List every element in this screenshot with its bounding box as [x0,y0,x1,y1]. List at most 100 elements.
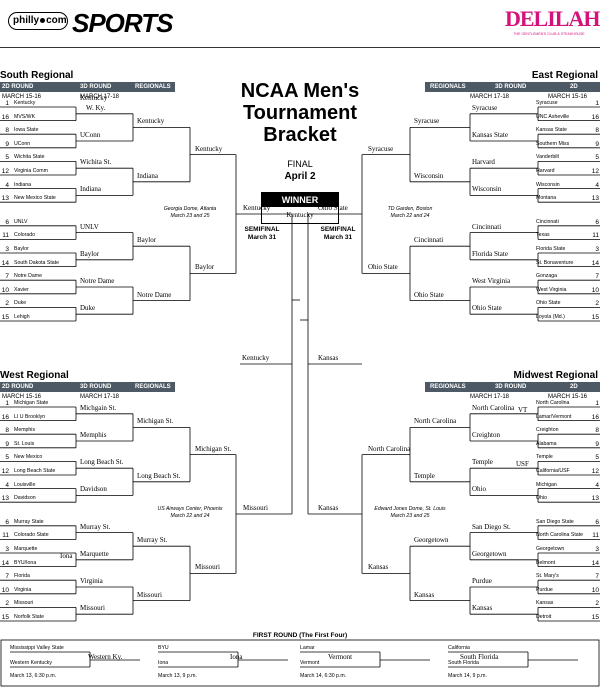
semifinal-date: March 31 [247,234,277,241]
r3-team: UConn [80,131,101,139]
team-name: Norfolk State [14,614,44,620]
team-seed: 1 [595,400,599,407]
r3-team: W. Ky. [86,103,106,112]
round-dates: MARCH 15-16 [2,94,42,100]
team-name: Temple [536,454,553,461]
r3-team: Davidson [80,485,107,494]
team-name: Montana [536,195,557,202]
regional-team: Kansas [414,590,435,599]
team-name: Michigan [536,481,557,488]
team-name: Colorado [14,232,36,239]
team-name: LI U Brooklyn [14,413,46,420]
regional-team: Long Beach St. [137,471,181,480]
team-name: Syracuse [536,100,558,106]
winner-box: WINNER Kentucky [261,192,339,224]
team-name: Wisconsin [536,181,560,188]
team-seed: 6 [5,218,9,226]
r3-team: Kentucky [80,93,108,102]
team-seed: 12 [1,468,9,475]
round-dates: MARCH 17-18 [80,394,120,400]
r3-team: UNLV [80,222,99,231]
regional-team: Ohio State [414,290,444,299]
team-name: UNLV [14,218,28,225]
team-name: Notre Dame [14,273,42,280]
round-label: 2D ROUND [570,384,592,400]
regional-team: Cincinnati [414,236,444,245]
team-name: Davidson [14,495,36,502]
r3-team: Long Beach St. [80,458,124,467]
region-title: East Regional [531,70,598,81]
regional-team: North Carolina [414,417,457,426]
r3-team: Marquette [80,549,109,558]
r3-team: Iona [60,551,73,560]
team-seed: 2 [5,600,9,608]
team-seed: 5 [595,454,599,462]
team-seed: 5 [5,154,9,162]
regional-location: US Airways Center, Phoenix [157,506,223,512]
team-seed: 9 [5,440,9,448]
team-name: New Mexico [14,454,43,461]
round-label: REGIONALS [430,384,466,390]
region-title: Midwest Regional [513,370,598,381]
team-name: Murray State [14,518,44,525]
team-seed: 10 [1,286,9,294]
team-seed: 12 [591,168,599,175]
r3-team: Notre Dame [80,277,115,285]
sponsor-logo[interactable]: DELILAH'S THE GENTLEMEN'S CLUB & STEAKHO… [505,6,600,36]
team-name: Alabama [536,440,557,447]
team-seed: 3 [5,546,9,553]
team-name: Kentucky [14,100,36,106]
regional-team: Wisconsin [414,171,444,180]
regional-location: Georgia Dome, Atlanta [163,206,217,212]
r3-team: Georgetown [472,549,507,558]
team-name: Gonzaga [536,273,558,280]
team-seed: 8 [595,427,599,435]
r3-team: Purdue [472,577,492,585]
team-name: Texas [536,232,550,239]
team-name: Harvard [536,168,555,174]
regional-team: Syracuse [414,117,440,126]
round-dates: MARCH 17-18 [80,94,120,100]
bracket-title: NCAA Men's Tournament Bracket [240,80,360,146]
team-name: Louisville [14,481,36,488]
team-name: North Carolina State [536,532,583,539]
r3-team: Kansas State [472,131,508,139]
bracket-box [0,639,600,687]
regional-team: Baylor [137,236,157,245]
first-four-title: FIRST ROUND (The First Four) [252,632,348,639]
team-seed: 7 [595,573,599,581]
first-four-date: March 14, 9 p.m. [448,673,487,679]
winner-name: Kentucky [286,211,314,219]
r3-team: North Carolina [472,403,515,412]
regional-winner: Kansas [318,504,339,512]
regional-team: Missouri [195,563,220,572]
regional-dates: March 22 and 24 [170,513,210,519]
first-four-winner: Vermont [328,653,353,661]
team-seed: 15 [591,314,599,321]
team-name: Florida State [536,246,566,252]
team-seed: 3 [595,246,599,253]
team-seed: 1 [5,400,9,407]
team-name: Purdue [536,586,553,593]
team-seed: 5 [5,454,9,462]
team-seed: 2 [595,300,599,308]
first-four-team: South Florida [448,660,479,666]
team-name: Ohio State [536,300,561,307]
r3-team: Syracuse [472,103,498,112]
team-name: Loyola (Md.) [536,314,565,320]
team-seed: 9 [5,140,9,148]
first-four-winner: Iona [230,653,243,661]
team-name: Iowa State [14,127,39,134]
r3-team: VT [518,405,528,414]
team-seed: 12 [591,468,599,475]
team-seed: 1 [595,100,599,107]
round-label: REGIONALS [135,84,171,90]
team-name: Xavier [14,286,29,293]
header-divider [0,47,600,48]
regional-team: Kentucky [137,117,165,126]
